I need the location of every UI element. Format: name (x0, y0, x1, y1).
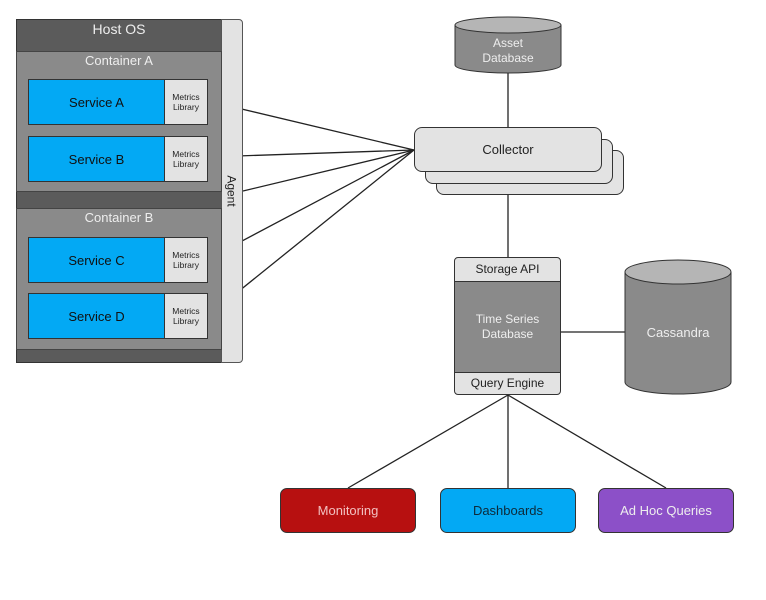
asset-database-cylinder (454, 16, 562, 74)
lib-line2: Library (173, 102, 199, 112)
service-c-label: Service C (68, 252, 125, 268)
asset-db-line1: Asset (492, 36, 523, 50)
adhoc-queries-label: Ad Hoc Queries (620, 503, 712, 518)
monitoring-box: Monitoring (280, 488, 416, 533)
service-d-label: Service D (68, 308, 125, 324)
agent-label-wrap: Agent (221, 19, 243, 363)
lib-line2: Library (173, 260, 199, 270)
service-c-box: Service C (28, 237, 165, 283)
storage-api-box: Storage API (454, 257, 561, 282)
agent-label: Agent (225, 175, 240, 207)
service-a-box: Service A (28, 79, 165, 125)
monitoring-label: Monitoring (317, 503, 379, 518)
dashboards-box: Dashboards (440, 488, 576, 533)
service-b-box: Service B (28, 136, 165, 182)
lib-line1: Metrics (172, 306, 200, 316)
collector-label: Collector (482, 142, 534, 157)
asset-db-line2: Database (482, 51, 534, 65)
lib-line1: Metrics (172, 149, 200, 159)
query-engine-box: Query Engine (454, 372, 561, 395)
service-a-label: Service A (69, 94, 124, 110)
cassandra-label: Cassandra (646, 325, 710, 340)
line-query-adhoc (507, 394, 667, 489)
dashboards-label: Dashboards (472, 503, 544, 518)
container-b-title: Container B (84, 210, 154, 225)
service-b-label: Service B (68, 151, 125, 167)
query-engine-label: Query Engine (470, 376, 545, 390)
line-query-monitoring (347, 394, 509, 489)
container-a-title: Container A (85, 53, 153, 68)
collector-box: Collector (414, 127, 602, 172)
lib-line2: Library (173, 159, 199, 169)
adhoc-queries-box: Ad Hoc Queries (598, 488, 734, 533)
storage-api-label: Storage API (475, 262, 540, 276)
tsdb-line1: Time Series (475, 312, 540, 326)
service-d-box: Service D (28, 293, 165, 339)
line-agent-collector (242, 149, 415, 192)
lib-line1: Metrics (172, 92, 200, 102)
lib-line2: Library (173, 316, 199, 326)
cassandra-cylinder (624, 259, 732, 395)
tsdb-line2: Database (481, 327, 534, 341)
host-os-title: Host OS (92, 21, 146, 37)
lib-line1: Metrics (172, 250, 200, 260)
